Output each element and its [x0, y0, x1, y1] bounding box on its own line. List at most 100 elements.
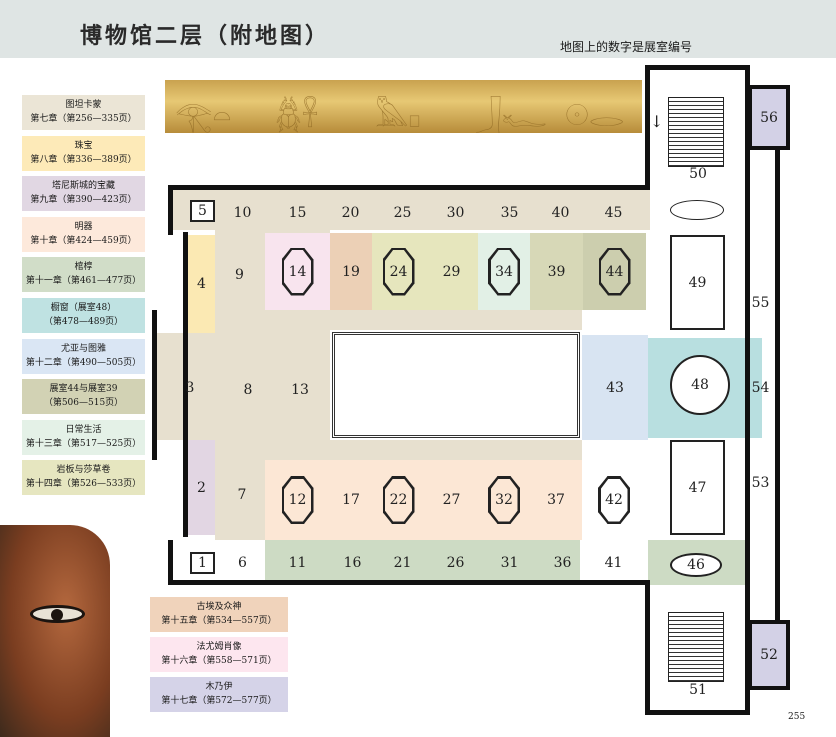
- room-50: 50: [678, 160, 718, 188]
- legend-item: 展室44与展室39（第506—515页）: [22, 379, 145, 415]
- room-number: 9: [235, 267, 244, 283]
- legend-name: 尤亚与图雅: [60, 343, 106, 354]
- room-27: 27: [425, 460, 478, 540]
- room-number: 44: [605, 263, 624, 280]
- staircase-icon: [668, 97, 724, 167]
- page-number: 255: [788, 712, 806, 722]
- room-number: 2: [197, 479, 206, 496]
- legend-pages: 第九章（第390—423页）: [30, 195, 137, 206]
- room-number: 24: [389, 263, 408, 280]
- room-number: 30: [446, 204, 465, 221]
- mask-face-photo: [0, 525, 110, 737]
- room-number: 20: [341, 204, 360, 221]
- arrow-down-icon: ↓: [650, 112, 664, 131]
- legend-pages: 第十一章（第461—477页）: [25, 276, 142, 287]
- legend-name: 图坦卡蒙: [65, 100, 102, 110]
- legend-name: 展室44与展室39: [49, 384, 118, 395]
- legend-item: 尤亚与图雅第十二章（第490—505页）: [22, 338, 145, 374]
- room-number: 39: [547, 263, 566, 280]
- legend-name: 法尤姆肖像: [196, 642, 242, 652]
- room-15: 15: [280, 195, 315, 230]
- room-54: 54: [748, 370, 773, 405]
- legend-name: 木乃伊: [205, 682, 233, 692]
- room-1: 1: [190, 552, 215, 574]
- legend-item: 岩板与莎草卷第十四章（第526—533页）: [22, 460, 145, 496]
- room-46: 46: [670, 553, 722, 577]
- room-number: 49: [688, 274, 707, 291]
- room-number: 46: [687, 557, 705, 573]
- room-number: 48: [691, 377, 709, 393]
- room-25: 25: [385, 195, 420, 230]
- room-number: 27: [442, 492, 461, 508]
- room-number: 5: [198, 203, 207, 219]
- legend-name: 橱窗（展室48）: [50, 303, 117, 313]
- room-number: 17: [342, 492, 360, 508]
- room-number: 25: [393, 204, 412, 221]
- room-53: 53: [748, 465, 773, 500]
- room-39: 39: [530, 233, 583, 310]
- legend-name: 岩板与莎草卷: [56, 465, 111, 476]
- room-32: 32: [478, 460, 530, 540]
- legend-name: 棺椁: [74, 262, 93, 273]
- legend-pages: 第十章（第424—459页）: [30, 235, 137, 246]
- legend-name: 珠宝: [74, 140, 93, 151]
- room-42: 42: [582, 460, 646, 540]
- room-31: 31: [492, 545, 527, 580]
- room-37: 37: [530, 460, 582, 540]
- map-subtitle: 地图上的数字是展室编号: [560, 40, 693, 54]
- room-number: 36: [553, 554, 572, 571]
- legend-item: 珠宝第八章（第336—389页）: [22, 135, 145, 171]
- room-number: 26: [446, 554, 465, 571]
- room-35: 35: [492, 195, 527, 230]
- room-24: 24: [372, 233, 425, 310]
- room-number: 41: [604, 554, 623, 571]
- room-45: 45: [596, 195, 631, 230]
- room-number: 47: [688, 479, 707, 496]
- legend-item: 日常生活第十三章（第517—525页）: [22, 419, 145, 455]
- room-number: 16: [343, 554, 362, 571]
- room-number: 13: [291, 382, 309, 398]
- room-40: 40: [543, 195, 578, 230]
- room-number: 50: [689, 166, 707, 182]
- room-26: 26: [438, 545, 473, 580]
- room-number: 8: [243, 382, 253, 398]
- legend-pages: 第十二章（第490—505页）: [25, 357, 142, 368]
- room-6: 6: [225, 545, 260, 580]
- page-title: 博物馆二层（附地图）: [80, 23, 331, 49]
- room-number: 34: [495, 263, 513, 280]
- room-36: 36: [545, 545, 580, 580]
- room-20: 20: [333, 195, 368, 230]
- room-number: 35: [500, 204, 519, 221]
- room-number: 3: [185, 379, 195, 396]
- legend-item: 棺椁第十一章（第461—477页）: [22, 257, 145, 293]
- legend-item: 明器第十章（第424—459页）: [22, 216, 145, 252]
- room-41: 41: [596, 545, 631, 580]
- room-19: 19: [330, 233, 372, 310]
- room-11: 11: [280, 545, 315, 580]
- room-number: 53: [751, 474, 770, 491]
- room-number: 40: [551, 204, 570, 221]
- staircase-icon: [668, 612, 724, 682]
- room-number: 29: [442, 263, 461, 280]
- legend-pages: 第十五章（第534—557页）: [161, 616, 277, 626]
- room-14: 14: [265, 233, 330, 310]
- room-17: 17: [330, 460, 372, 540]
- room-2: 2: [188, 440, 215, 535]
- room-55: 55: [748, 285, 773, 320]
- room-30: 30: [438, 195, 473, 230]
- legend-name: 日常生活: [65, 424, 102, 435]
- room-7: 7: [222, 475, 262, 515]
- legend-pages: 第十三章（第517—525页）: [25, 438, 142, 449]
- room-number: 7: [237, 487, 247, 503]
- room-number: 52: [760, 647, 778, 663]
- room-51: 51: [678, 676, 718, 704]
- room-number: 21: [393, 554, 412, 571]
- room-number: 42: [605, 492, 623, 508]
- display-case-oval: [670, 200, 724, 220]
- room-52: 52: [748, 620, 790, 690]
- legend-pages: 第十七章（第572—577页）: [161, 696, 277, 706]
- room-44: 44: [583, 233, 646, 310]
- legend-item: 塔尼斯城的宝藏第九章（第390—423页）: [22, 176, 145, 212]
- room-number: 1: [198, 555, 207, 571]
